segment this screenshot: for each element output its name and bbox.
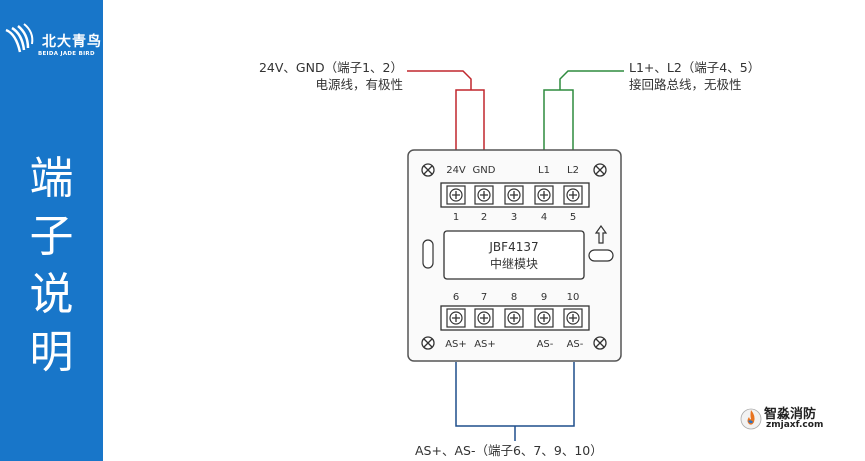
corner-screw-icon	[593, 163, 607, 177]
sidebar-panel: 北大青鸟 BEIDA JADE BIRD 端 子 说 明	[0, 0, 103, 461]
terminal-number: 6	[453, 292, 459, 303]
brand-logo: 北大青鸟 BEIDA JADE BIRD	[4, 22, 102, 62]
terminal-label: AS-	[567, 339, 584, 350]
loop-callout-line2: 接回路总线，无极性	[629, 77, 742, 92]
terminal-number: 10	[567, 292, 580, 303]
bird-icon	[5, 23, 34, 53]
title-char: 子	[29, 211, 74, 262]
module-name: 中继模块	[490, 256, 538, 271]
power-callout-line1: 24V、GND（端子1、2）	[259, 60, 403, 75]
watermark-url: zmjaxf.com	[766, 420, 824, 430]
terminal-screw-icon	[563, 308, 583, 328]
loop-wire	[543, 70, 624, 156]
terminal-label: GND	[473, 165, 496, 176]
terminal-screw-icon	[534, 185, 554, 205]
terminal-label: AS+	[445, 339, 467, 350]
terminal-number: 7	[481, 292, 487, 303]
section-title: 端 子 说 明	[0, 150, 103, 382]
terminal-screw-icon	[446, 185, 466, 205]
bus-wire	[455, 362, 575, 441]
corner-screw-icon	[593, 336, 607, 350]
power-callout-line2: 电源线，有极性	[315, 77, 403, 92]
terminal-label: L2	[567, 165, 579, 176]
power-wire	[407, 70, 485, 156]
title-char: 说	[29, 269, 74, 320]
terminal-label: AS+	[474, 339, 496, 350]
terminal-number: 5	[570, 212, 576, 223]
terminal-screw-icon	[504, 308, 524, 328]
brand-name: 北大青鸟	[42, 34, 102, 50]
flame-icon	[740, 408, 762, 430]
terminal-label: 24V	[446, 165, 466, 176]
terminal-label: AS-	[537, 339, 554, 350]
terminal-label: L1	[538, 165, 550, 176]
module-model: JBF4137	[488, 240, 538, 254]
terminal-number: 4	[541, 212, 547, 223]
corner-screw-icon	[421, 163, 435, 177]
terminal-screw-icon	[504, 185, 524, 205]
terminal-screw-icon	[534, 308, 554, 328]
brand-name-en: BEIDA JADE BIRD	[38, 51, 95, 57]
title-char: 明	[29, 327, 74, 378]
title-char: 端	[29, 153, 74, 204]
terminal-screw-icon	[563, 185, 583, 205]
terminal-screw-icon	[446, 308, 466, 328]
terminal-screw-icon	[474, 185, 494, 205]
terminal-number: 9	[541, 292, 547, 303]
terminal-number: 2	[481, 212, 487, 223]
loop-callout-line1: L1+、L2（端子4、5）	[629, 60, 760, 75]
up-arrow-icon	[594, 224, 608, 244]
mounting-slot	[588, 249, 614, 262]
watermark-name: 智淼消防	[764, 407, 817, 422]
terminal-number: 1	[453, 212, 459, 223]
mounting-slot	[422, 239, 434, 269]
terminal-screw-icon	[474, 308, 494, 328]
module-label-plate	[443, 230, 585, 280]
terminal-number: 3	[511, 212, 517, 223]
watermark: 智淼消防 zmjaxf.com	[740, 404, 860, 434]
corner-screw-icon	[421, 336, 435, 350]
bus-callout-line1: AS+、AS-（端子6、7、9、10）	[415, 443, 603, 458]
terminal-number: 8	[511, 292, 517, 303]
